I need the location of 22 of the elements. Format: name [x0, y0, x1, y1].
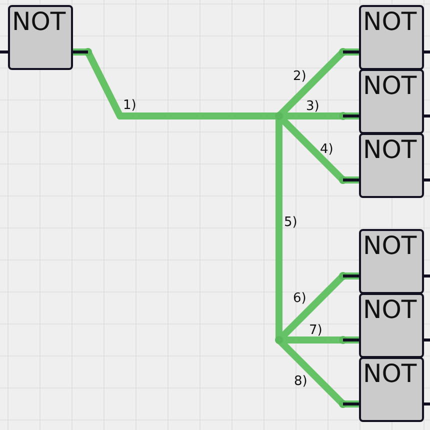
not-gate: [359, 293, 424, 358]
not-gate: [359, 357, 424, 422]
gate-label: NOT: [363, 359, 417, 389]
segment-number: 3): [306, 100, 320, 114]
gate-label: NOT: [363, 295, 417, 325]
segment-number: 6): [293, 292, 306, 306]
not-gate: [8, 5, 73, 70]
segment-number: 4): [320, 143, 334, 157]
not-gate: [359, 69, 424, 134]
segment-number: 5): [284, 216, 298, 230]
not-gate: [359, 5, 424, 70]
not-gate: [359, 229, 424, 294]
gate-label: NOT: [363, 7, 417, 37]
gate-label: NOT: [12, 7, 66, 37]
segment-number: 7): [309, 324, 322, 338]
segment-number: 1): [123, 99, 136, 113]
segment-number: 8): [294, 375, 308, 389]
gate-label: NOT: [363, 135, 417, 165]
gate-label: NOT: [363, 71, 417, 101]
not-gate: [359, 133, 424, 198]
gate-label: NOT: [363, 231, 417, 261]
segment-number: 2): [293, 70, 306, 84]
